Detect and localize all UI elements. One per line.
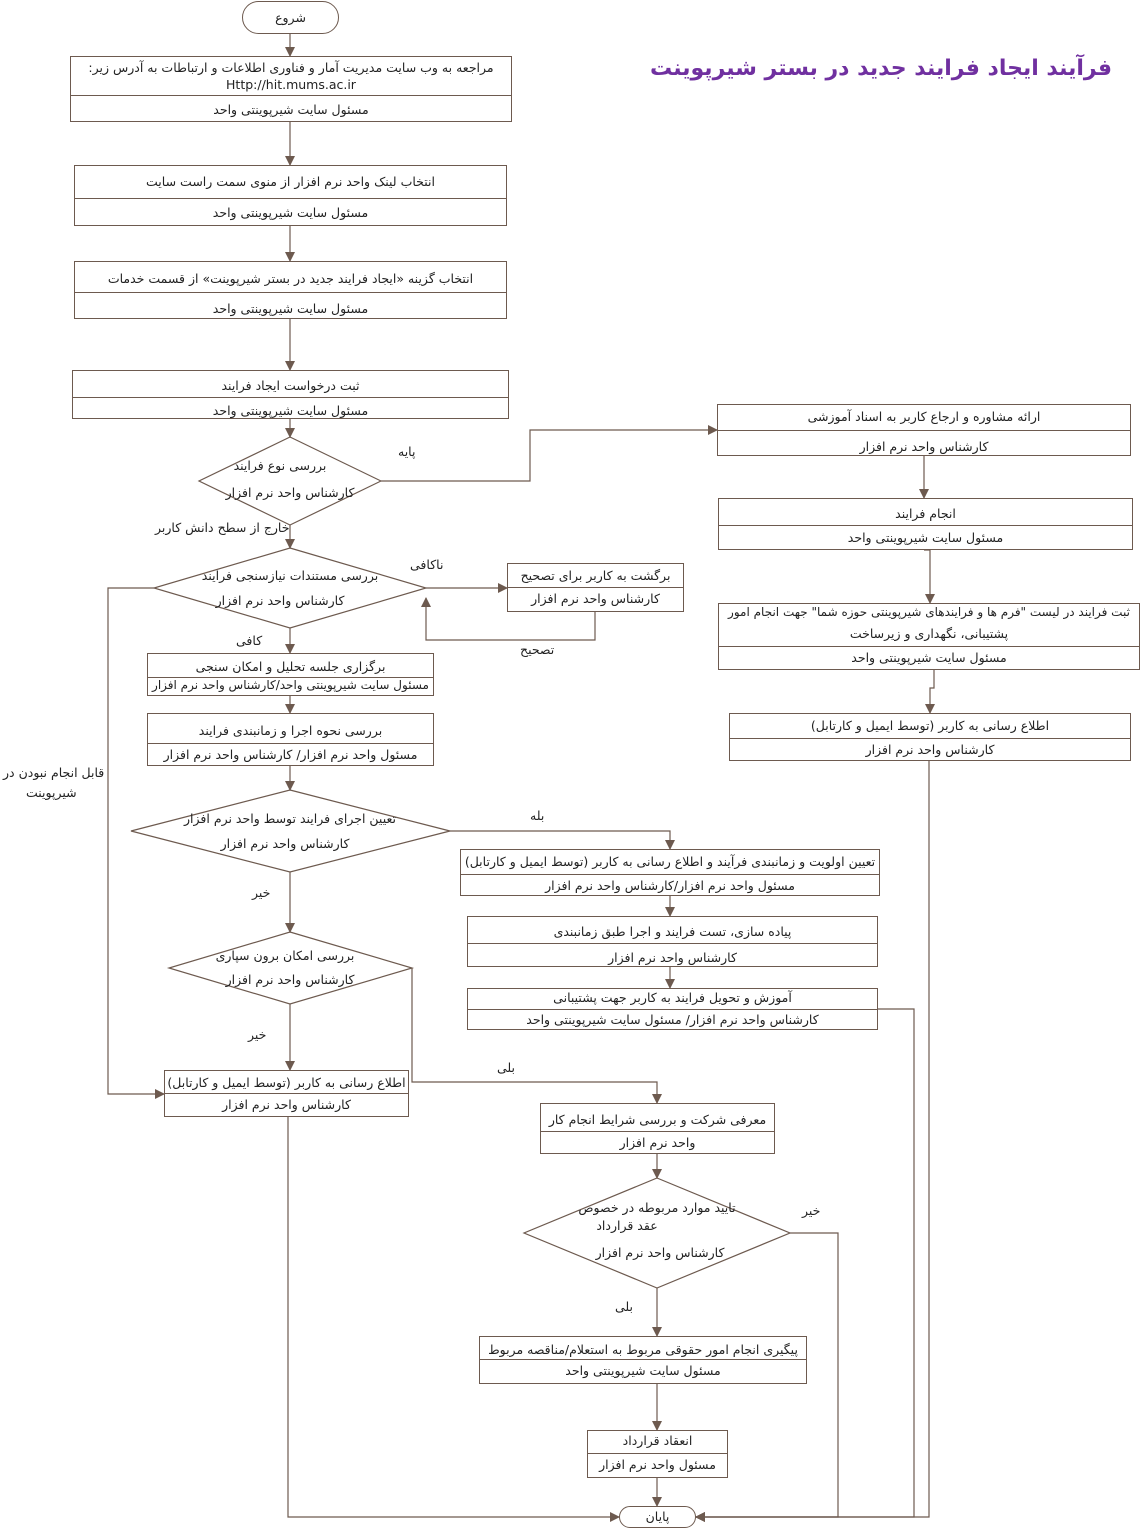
step-prioritize-schedule: تعیین اولویت و زمانبندی فرآیند و اطلاع ر… [460,849,880,896]
step-owner: مسئول سایت شیرپوینتی واحد [212,301,369,316]
step-register-in-list: ثبت فرایند در لیست "فرم ها و فرایندهای ش… [718,603,1140,670]
step-notify-user-left: اطلاع رسانی به کاربر (توسط ایمیل و کارتا… [164,1070,409,1117]
step-select-new-process: انتخاب گزینه «ایجاد فرایند جدید در بستر … [74,261,507,319]
decision-owner: کارشناس واحد نرم افزار [220,836,350,851]
end-label: پایان [645,1509,670,1524]
step-notify-user-right: اطلاع رسانی به کاربر (توسط ایمیل و کارتا… [729,713,1131,761]
step-text: پیاده سازی، تست فرایند و اجرا طبق زمانبن… [553,924,792,939]
step-owner: مسئول واحد نرم افزار [599,1457,716,1472]
step-owner: مسئول واحد نرم افزار/کارشناس واحد نرم اف… [545,878,795,893]
step-text: ثبت فرایند در لیست "فرم ها و فرایندهای ش… [728,605,1130,619]
step-owner: کارشناس واحد نرم افزار/ مسئول سایت شیرپو… [526,1012,819,1027]
step-perform-process: انجام فرایند مسئول سایت شیرپوینتی واحد [718,498,1133,550]
decision-owner: کارشناس واحد نرم افزار [215,593,345,608]
label-not-feasible-2: شیرپوینت [26,785,77,800]
decision-owner: کارشناس واحد نرم افزار [225,485,355,500]
decision-owner: کارشناس واحد نرم افزار [595,1245,725,1260]
decision-d3-shape [130,789,451,873]
step-text: تعیین اولویت و زمانبندی فرآیند و اطلاع ر… [464,854,876,869]
start-node: شروع [242,1,339,34]
step-visit-website: مراجعه به وب سایت مدیریت آمار و فناوری ا… [70,56,512,122]
end-node: پایان [619,1506,696,1528]
step-text: انجام فرایند [895,506,956,521]
step-text: معرفی شرکت و بررسی شرایط انجام کار [548,1112,767,1127]
label-yes-2: بلی [497,1060,516,1075]
step-owner: مسئول سایت شیرپوینتی واحد [212,205,369,220]
step-owner: مسئول سایت شیرپوینتی واحد [212,403,369,418]
step-consult-user: ارائه مشاوره و ارجاع کاربر به اسناد آموز… [717,404,1131,456]
decision-d2-shape [151,547,429,629]
step-text: آموزش و تحویل فرایند به کاربر جهت پشتیبا… [553,990,792,1005]
step-select-software-link: انتخاب لینک واحد نرم افزار از منوی سمت ر… [74,165,507,226]
label-no-1: خیر [252,885,271,900]
step-text: انعقاد قرارداد [622,1433,693,1448]
step-introduce-company: معرفی شرکت و بررسی شرایط انجام کار واحد … [540,1103,775,1154]
step-text: انتخاب گزینه «ایجاد فرایند جدید در بستر … [107,271,474,286]
step-return-to-user: برگشت به کاربر برای تصحیح کارشناس واحد ن… [507,563,684,612]
step-train-deliver: آموزش و تحویل فرایند به کاربر جهت پشتیبا… [467,988,878,1030]
start-label: شروع [275,10,306,25]
step-text: ثبت درخواست ایجاد فرایند [221,378,360,393]
decision-d5-shape [522,1177,792,1289]
page-title: فرآیند ایجاد فرایند جدید در بستر شیرپوین… [649,56,1112,81]
step-owner: واحد نرم افزار [619,1135,696,1150]
label-not-feasible-1: قابل انجام نبودن در [3,765,105,780]
decision-d1-shape [197,436,383,526]
step-text: ارائه مشاوره و ارجاع کاربر به اسناد آموز… [807,409,1041,424]
decision-contract-approval: تایید موارد مربوطه در خصوص [578,1200,736,1215]
label-no-2: خیر [248,1027,267,1042]
step-owner: مسئول سایت شیرپوینتی واحد [847,530,1004,545]
step-text: مراجعه به وب سایت مدیریت آمار و فناوری ا… [88,60,494,75]
decision-outsourcing: بررسی امکان برون سپاری [215,948,355,963]
step-owner: کارشناس واحد نرم افزار [608,950,737,965]
decision-d4-shape [166,931,415,1005]
label-correction: تصحیح [520,642,555,657]
step-owner: مسئول سایت شیرپوینتی واحد [565,1363,721,1378]
step-owner: مسئول سایت شیرپوینتی واحد [213,102,369,117]
step-text: برگشت به کاربر برای تصحیح [520,568,671,583]
decision-process-type: بررسی نوع فرایند [233,458,327,473]
step-implement-test: پیاده سازی، تست فرایند و اجرا طبق زمانبن… [467,916,878,967]
step-owner: مسئول سایت شیرپوینتی واحد [851,650,1007,665]
decision-contract-approval-2: عقد قرارداد [596,1218,658,1233]
step-text: برگزاری جلسه تحلیل و امکان سنجی [195,659,386,674]
label-yes-3: بلی [615,1299,634,1314]
decision-software-unit-execution: تعیین اجرای فرایند توسط واحد نرم افزار [184,811,396,826]
step-sign-contract: انعقاد قرارداد مسئول واحد نرم افزار [587,1430,728,1478]
step-analysis-meeting: برگزاری جلسه تحلیل و امکان سنجی مسئول سا… [147,653,434,696]
step-legal-followup: پیگیری انجام امور حقوقی مربوط به استعلام… [479,1336,807,1384]
label-no-3: خیر [802,1203,821,1218]
step-url: Http://hit.mums.ac.ir [226,77,356,92]
label-sufficient: کافی [236,633,263,648]
step-register-request: ثبت درخواست ایجاد فرایند مسئول سایت شیرپ… [72,370,509,419]
step-text: پیگیری انجام امور حقوقی مربوط به استعلام… [488,1342,798,1357]
step-text: اطلاع رسانی به کاربر (توسط ایمیل و کارتا… [810,718,1050,733]
step-owner: مسئول سایت شیرپوینتی واحد/کارشناس واحد ن… [152,678,429,692]
step-text: اطلاع رسانی به کاربر (توسط ایمیل و کارتا… [167,1075,406,1090]
step-owner: کارشناس واحد نرم افزار [859,439,989,454]
step-owner: کارشناس واحد نرم افزار [222,1097,351,1112]
step-owner: کارشناس واحد نرم افزار [865,742,995,757]
step-text: انتخاب لینک واحد نرم افزار از منوی سمت ر… [146,174,435,189]
decision-needs-docs: بررسی مستندات نیازسنجی فرایند [201,568,379,583]
step-text: بررسی نحوه اجرا و زمانبندی فرایند [198,723,383,738]
step-owner: مسئول واحد نرم افزار/ کارشناس واحد نرم ا… [163,747,418,762]
step-schedule-review: بررسی نحوه اجرا و زمانبندی فرایند مسئول … [147,713,434,766]
label-insufficient: ناکافی [410,557,444,572]
label-beyond-user: خارج از سطح دانش کاربر [155,520,290,535]
label-basic: پایه [398,444,416,459]
step-owner: کارشناس واحد نرم افزار [531,591,660,606]
label-yes-1: بله [530,808,545,823]
decision-owner: کارشناس واحد نرم افزار [225,972,355,987]
step-text-2: پشتیبانی، نگهداری و زیرساخت [849,626,1009,641]
